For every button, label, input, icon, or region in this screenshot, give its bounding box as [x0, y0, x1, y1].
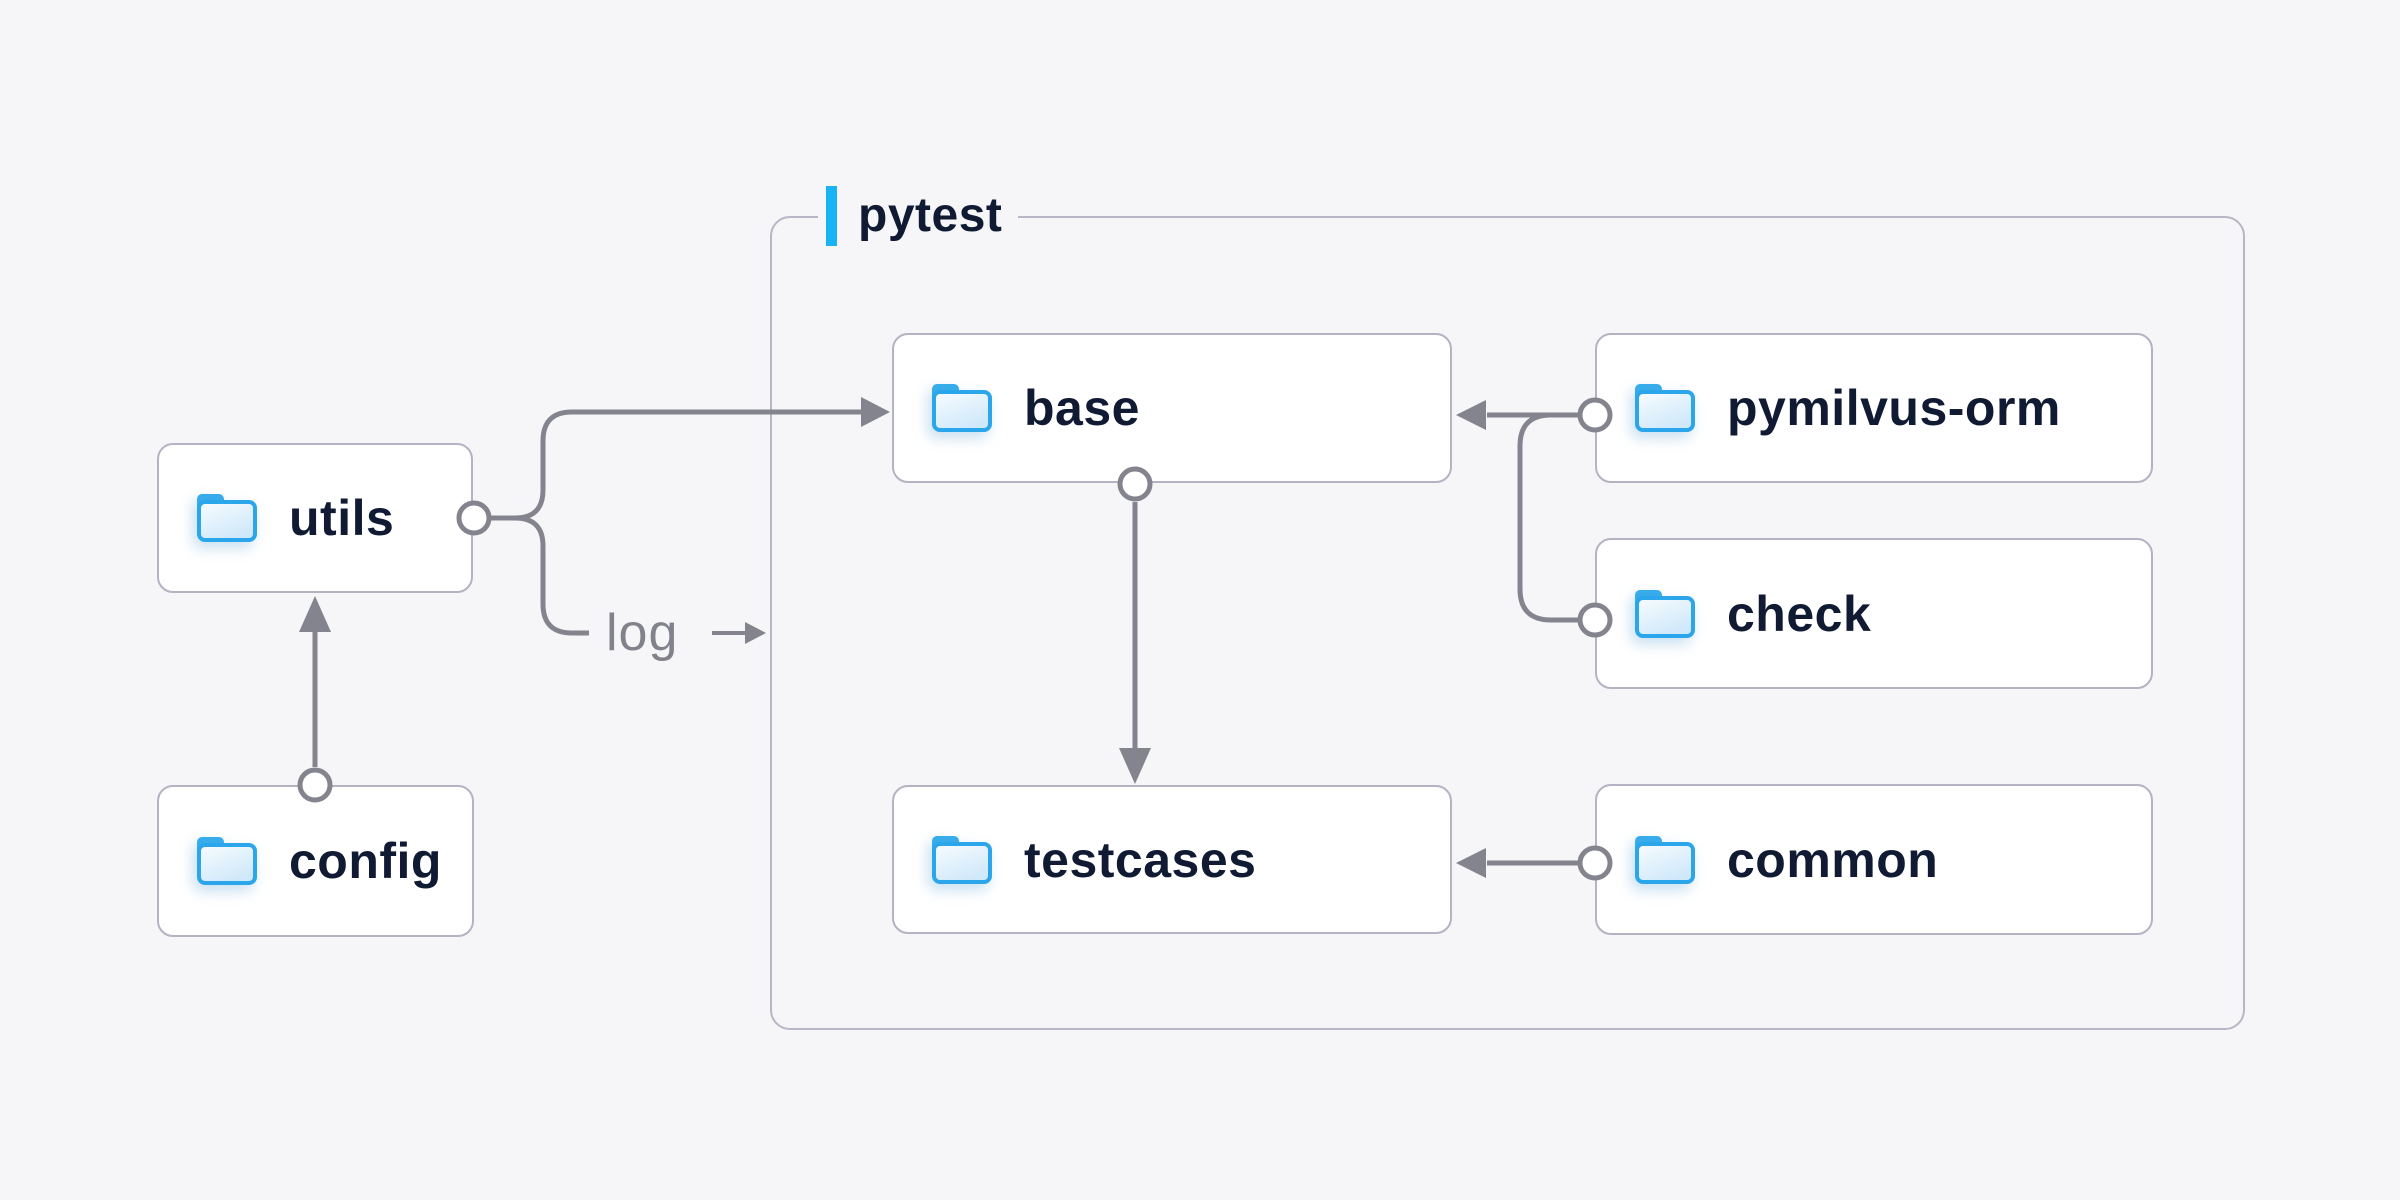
- arrowhead-up-into-utils: [299, 596, 331, 632]
- node-utils: utils: [157, 443, 473, 593]
- node-label: common: [1727, 831, 1939, 888]
- group-label-text: pytest: [858, 189, 1003, 242]
- node-label: testcases: [1024, 831, 1257, 888]
- edge-label-log: log: [606, 604, 679, 662]
- node-testcases: testcases: [892, 785, 1452, 934]
- node-common: common: [1595, 784, 2153, 935]
- folder-icon: [1635, 589, 1695, 638]
- pytest-group-container: pytest: [770, 185, 2245, 1030]
- node-config: config: [157, 785, 474, 937]
- node-base: base: [892, 333, 1452, 483]
- folder-icon: [932, 835, 992, 884]
- node-label: config: [289, 833, 442, 889]
- edge-config-to-utils: [297, 596, 333, 803]
- folder-icon: [197, 494, 257, 542]
- group-label: pytest: [818, 185, 1019, 247]
- arrowhead-log: [745, 622, 766, 644]
- folder-icon: [197, 837, 257, 885]
- node-label: check: [1727, 585, 1872, 642]
- folder-icon: [1635, 384, 1695, 432]
- node-label: utils: [289, 490, 395, 546]
- folder-icon: [932, 384, 992, 432]
- group-accent-bar: [826, 186, 837, 246]
- node-label: pymilvus-orm: [1727, 380, 2061, 436]
- node-pymilvus-orm: pymilvus-orm: [1595, 333, 2153, 483]
- node-check: check: [1595, 538, 2153, 689]
- node-label: base: [1024, 380, 1140, 436]
- folder-icon: [1635, 835, 1695, 884]
